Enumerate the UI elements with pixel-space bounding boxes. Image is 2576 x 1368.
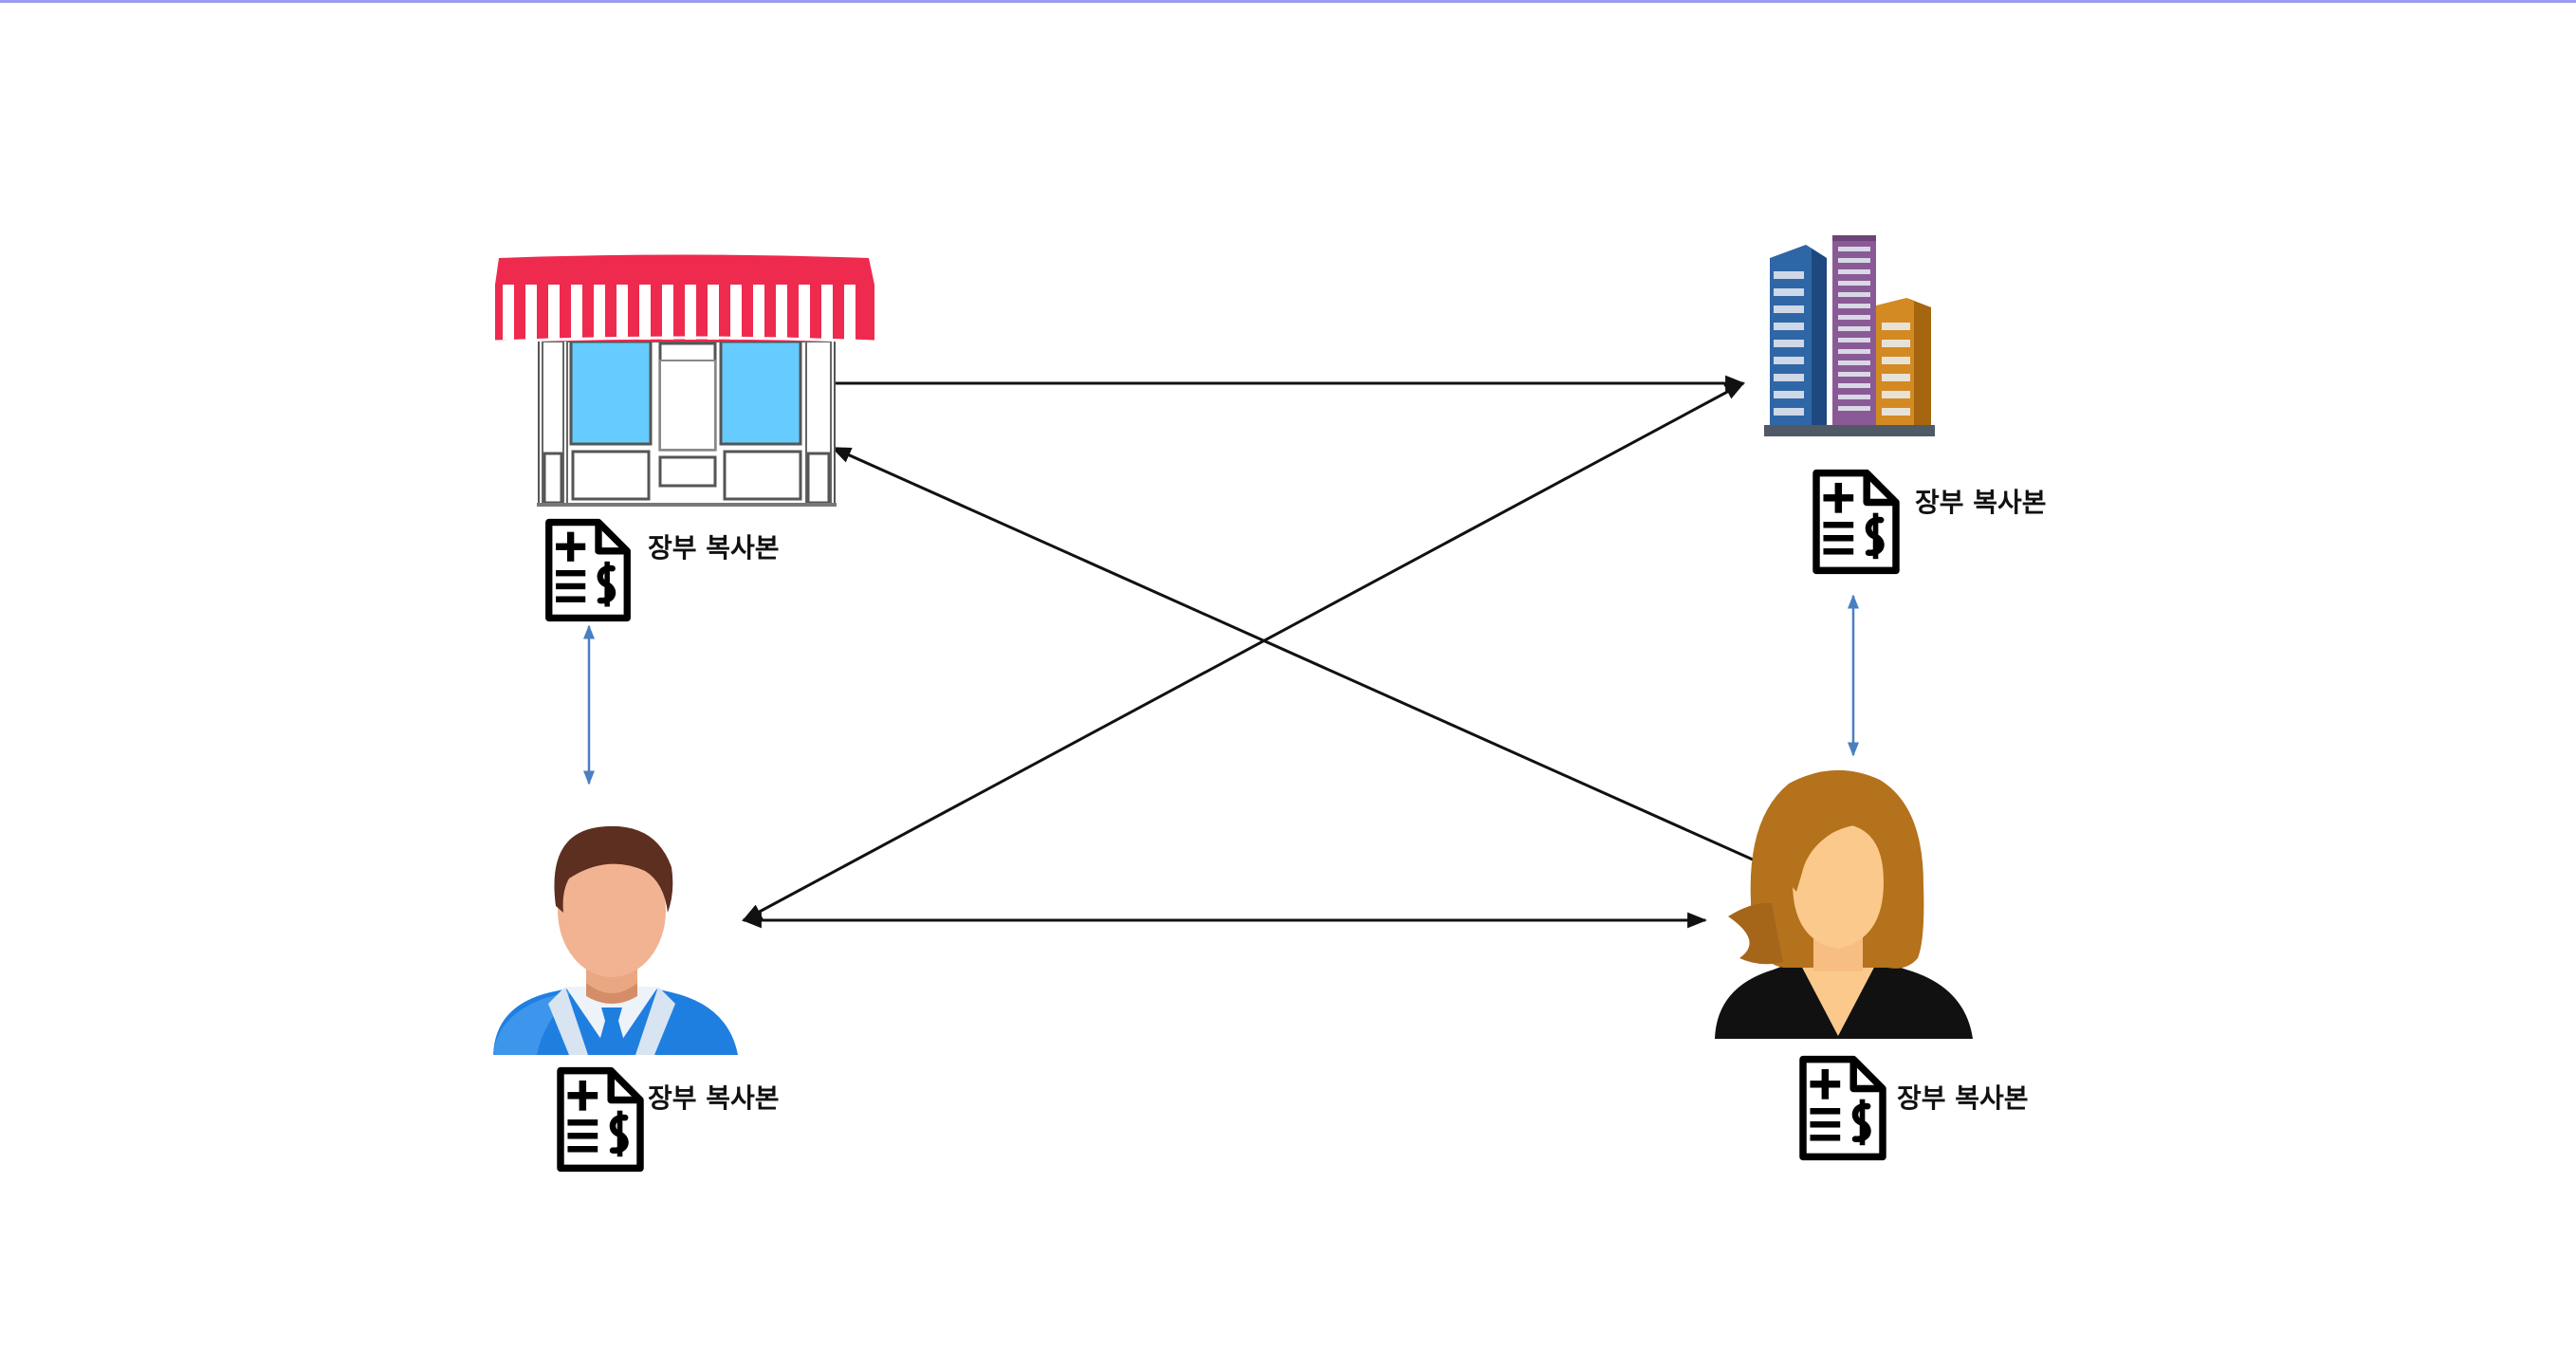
ledger-document-dollar-icon: [1803, 1060, 1883, 1157]
ledger-document-dollar-icon: [561, 1071, 640, 1169]
ledger-copy-label-man: 장부 복사본: [648, 1082, 780, 1114]
woman-avatar-icon: [1715, 769, 1973, 1039]
edge-man-company: [742, 381, 1745, 922]
ledger-copy-label-store: 장부 복사본: [648, 532, 780, 564]
ledger-document-dollar-icon: [1816, 473, 1896, 571]
top-rule: [0, 0, 2576, 3]
store-icon: [494, 254, 875, 507]
office-buildings-icon: [1764, 235, 1935, 436]
ledger-document-dollar-icon: [549, 523, 628, 619]
ledger-copy-label-woman: 장부 복사본: [1897, 1082, 2029, 1114]
man-avatar-icon: [493, 825, 738, 1055]
edge-store-woman: [831, 446, 1774, 870]
ledger-copy-label-company: 장부 복사본: [1915, 487, 2047, 518]
edges: [583, 375, 1859, 929]
